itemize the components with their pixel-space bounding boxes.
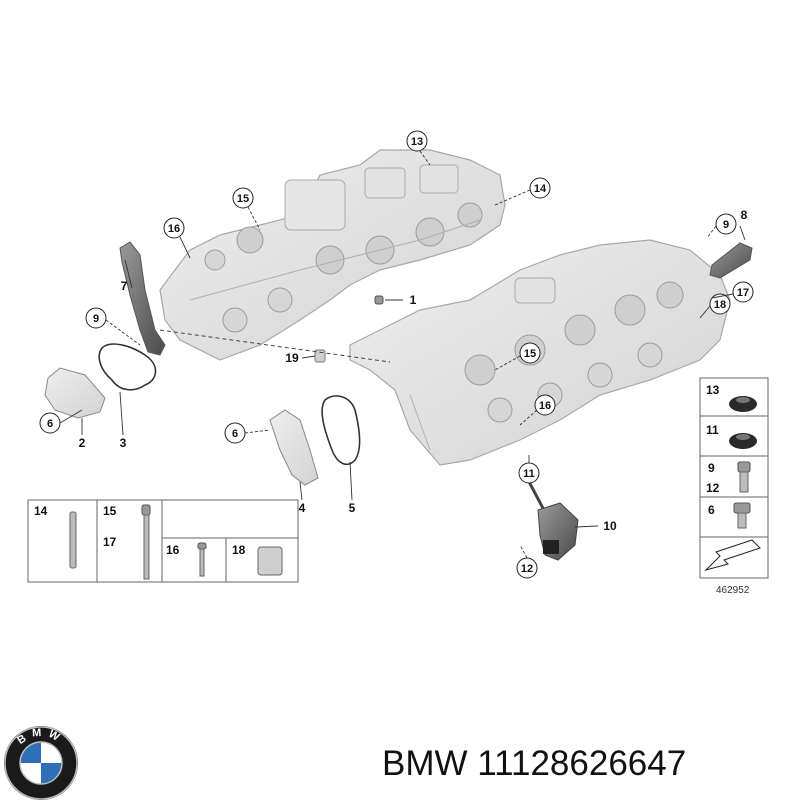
callout-9-right: 9 (715, 213, 737, 235)
sleeve-part (314, 349, 326, 363)
gasket-part (98, 343, 157, 391)
cover-part (44, 367, 106, 419)
gasket-part-lower (321, 395, 361, 466)
callout-16-lower: 16 (534, 394, 556, 416)
callout-6-left: 6 (39, 412, 61, 434)
svg-text:9: 9 (93, 313, 99, 325)
bolt-part (141, 504, 151, 516)
callout-16-upper: 16 (163, 217, 185, 239)
callout-12: 12 (516, 557, 538, 579)
table-cell-15: 15 (103, 504, 117, 518)
fastener-table: 14 15 17 16 18 (27, 499, 299, 583)
svg-text:16: 16 (168, 223, 180, 235)
hex-bolt-part-2 (733, 502, 751, 514)
part-number-caption: BMW 11128626647 (382, 744, 687, 783)
drawing-id: 462952 (716, 585, 750, 596)
callouts: 13 14 15 16 9 17 18 9 15 16 6 6 11 12 (39, 130, 754, 579)
bracket-part-right (709, 242, 753, 279)
label-3: 3 (120, 436, 127, 450)
legend-12: 12 (706, 481, 720, 495)
screw-part (197, 542, 207, 550)
bolt-shaft (143, 514, 150, 580)
plain-labels: 8 7 1 19 2 3 4 5 10 (79, 208, 748, 533)
label-5: 5 (349, 501, 356, 515)
callout-13: 13 (406, 130, 428, 152)
label-10: 10 (603, 519, 617, 533)
label-4: 4 (299, 501, 306, 515)
callout-11: 11 (518, 462, 540, 484)
plug-part (374, 295, 384, 305)
callout-9-left: 9 (85, 307, 107, 329)
svg-text:15: 15 (237, 193, 249, 205)
table-cell-17: 17 (103, 535, 117, 549)
svg-text:6: 6 (232, 428, 238, 440)
svg-text:17: 17 (737, 287, 749, 299)
table-cell-18: 18 (232, 543, 246, 557)
legend-13: 13 (706, 383, 720, 397)
callout-6-mid: 6 (224, 422, 246, 444)
callout-14: 14 (529, 177, 551, 199)
table-cell-16: 16 (166, 543, 180, 557)
svg-text:13: 13 (411, 136, 423, 148)
legend-11: 11 (706, 423, 719, 437)
side-legend: 13 11 9 12 6 462952 (699, 377, 769, 596)
upper-cylinder-head (159, 149, 506, 361)
hex-bolt-part (737, 461, 751, 473)
svg-text:6: 6 (47, 418, 53, 430)
label-7: 7 (121, 279, 128, 293)
legend-9: 9 (708, 461, 715, 475)
svg-text:9: 9 (723, 219, 729, 231)
label-8: 8 (741, 208, 748, 222)
svg-text:15: 15 (524, 348, 536, 360)
sensor-part (525, 477, 579, 561)
leader-lines (59, 150, 746, 559)
legend-6: 6 (708, 503, 715, 517)
callout-18: 18 (709, 293, 731, 315)
svg-text:16: 16 (539, 400, 551, 412)
bmw-logo: BMW (2, 724, 80, 802)
svg-text:11: 11 (523, 468, 535, 480)
sleeve-part-table (257, 546, 283, 576)
screw-shaft (199, 548, 205, 577)
callout-15-upper: 15 (232, 187, 254, 209)
svg-text:18: 18 (714, 299, 726, 311)
stud-part (69, 511, 77, 569)
arrow-icon (704, 539, 761, 571)
bracket-part (119, 241, 166, 356)
callout-15-lower: 15 (519, 342, 541, 364)
svg-text:14: 14 (534, 183, 547, 195)
callout-17: 17 (732, 281, 754, 303)
svg-text:12: 12 (521, 563, 533, 575)
cover-part-lower (269, 409, 319, 486)
table-cell-14: 14 (34, 504, 48, 518)
label-19: 19 (285, 351, 299, 365)
label-2: 2 (79, 436, 86, 450)
label-1: 1 (410, 293, 417, 307)
